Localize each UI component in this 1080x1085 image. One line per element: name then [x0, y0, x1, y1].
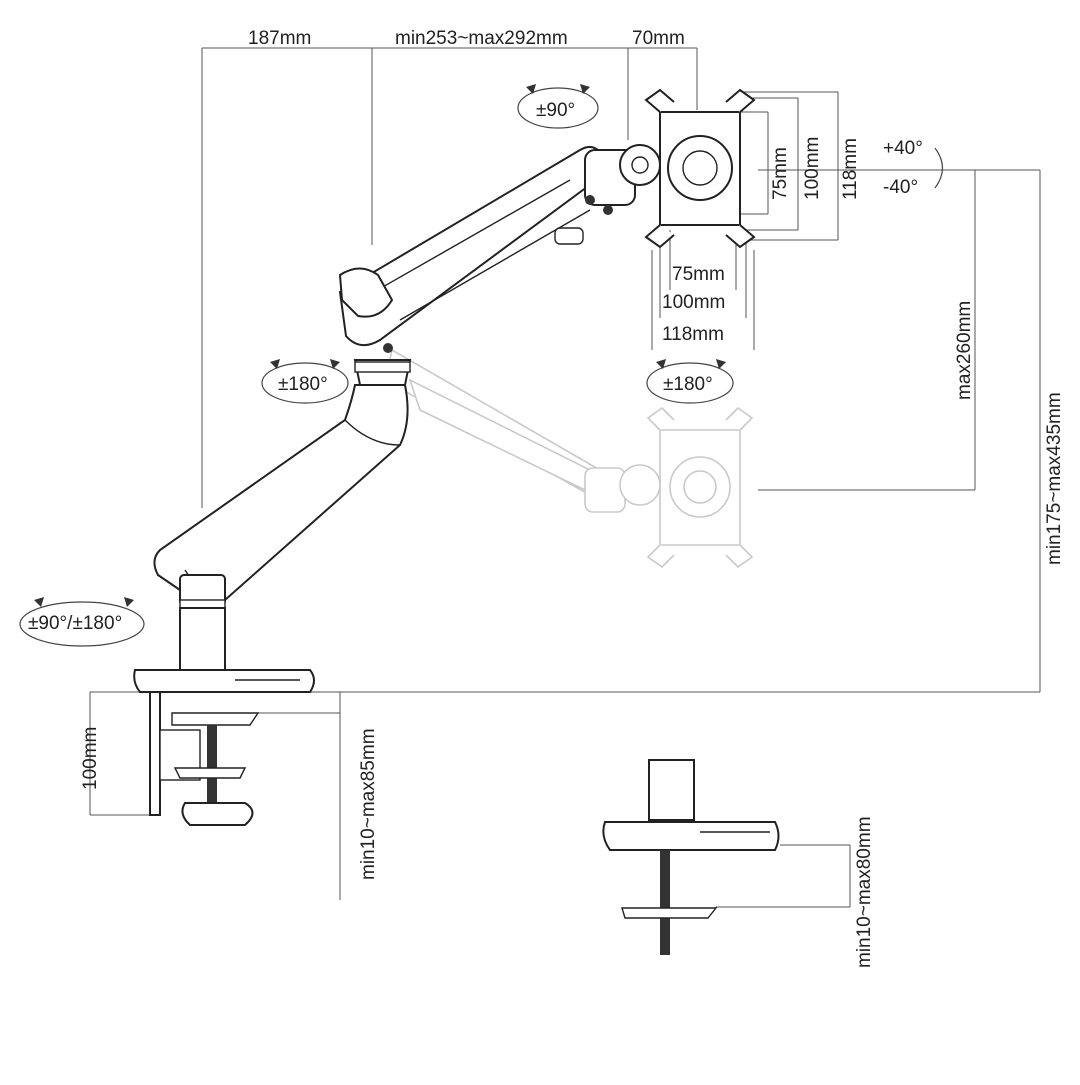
lowered-arm-ghost	[384, 348, 754, 569]
label-vesa-v-75: 75mm	[770, 147, 791, 200]
label-vesa-v-118: 118mm	[840, 138, 861, 200]
label-tilt-down: -40°	[883, 177, 918, 198]
label-vesa-h-75: 75mm	[672, 264, 725, 285]
label-tilt-up: +40°	[883, 138, 923, 159]
upper-arm	[338, 146, 612, 347]
label-height-range: max260mm	[954, 301, 975, 400]
text-labels: 187mm min253~max292mm 70mm ±90° +40° -40…	[28, 28, 1065, 968]
label-vesa-h-100: 100mm	[662, 292, 725, 313]
grommet-mount	[602, 759, 780, 955]
label-base-to-pole: 187mm	[248, 28, 311, 49]
monitor-head	[584, 88, 756, 249]
label-arm-reach: min253~max292mm	[395, 28, 568, 49]
elbow-joint	[353, 343, 412, 401]
label-head-swivel: ±180°	[663, 374, 713, 395]
label-clamp-height: 100mm	[80, 727, 101, 790]
label-vesa-v-100: 100mm	[802, 137, 823, 200]
label-clamp-thickness: min10~max85mm	[358, 728, 379, 880]
label-elbow-swivel: ±180°	[278, 374, 328, 395]
label-head-depth: 70mm	[632, 28, 685, 49]
pole	[179, 574, 226, 671]
rotation-indicators	[19, 84, 944, 647]
label-base-swivel: ±90°/±180°	[28, 613, 122, 634]
label-grommet-thickness: min10~max80mm	[854, 816, 875, 968]
dimension-lines	[89, 47, 1041, 908]
label-head-rotate: ±90°	[536, 100, 575, 121]
label-vesa-h-118: 118mm	[662, 324, 724, 345]
lower-arm	[153, 384, 409, 603]
desk-clamp	[133, 669, 315, 826]
label-total-height: min175~max435mm	[1044, 392, 1065, 565]
